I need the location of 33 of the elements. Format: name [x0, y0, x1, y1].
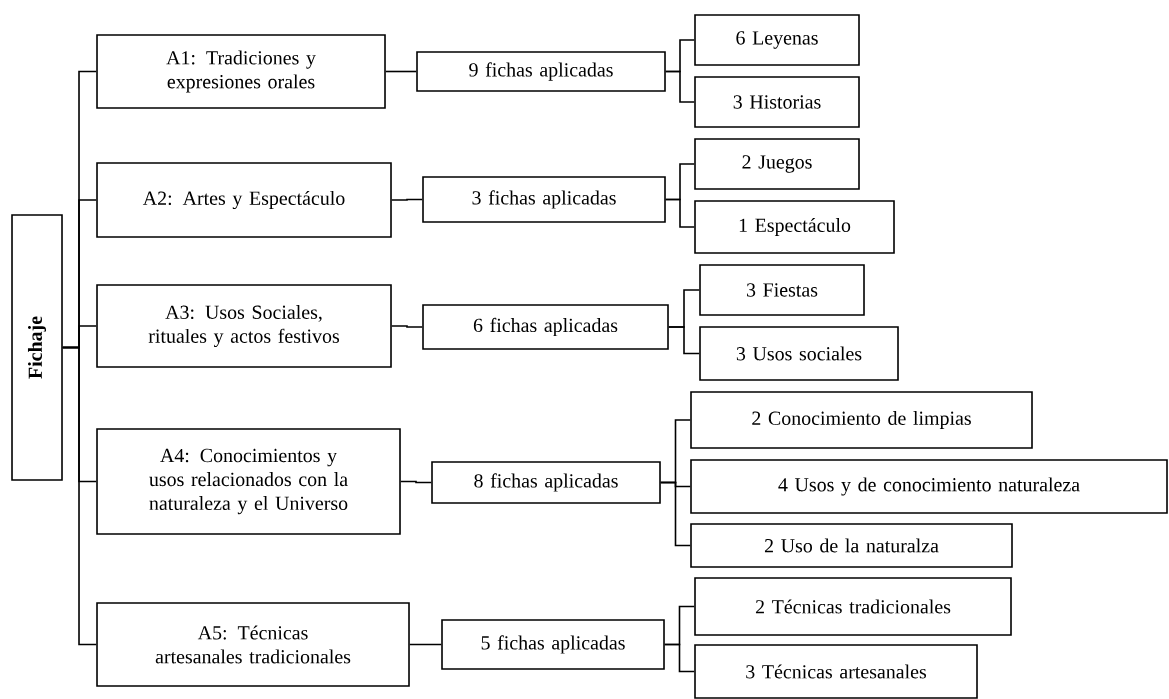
count-box: 3 fichas aplicadas	[422, 176, 666, 223]
item-box: 2 Uso de la naturalza	[690, 523, 1013, 568]
item-box: 3 Usos sociales	[699, 326, 899, 381]
item-box: 3 Fiestas	[699, 264, 865, 316]
item-box: 3 Historias	[694, 76, 860, 128]
count-box: 5 fichas aplicadas	[441, 619, 665, 670]
count-box: 9 fichas aplicadas	[416, 51, 666, 92]
connector-line	[62, 346, 97, 646]
connector-line	[400, 480, 432, 484]
category-box: A1: Tradiciones y expresiones orales	[96, 34, 386, 109]
item-box: 3 Técnicas artesanales	[694, 644, 978, 699]
item-box: 4 Usos y de conocimiento naturaleza	[690, 459, 1168, 514]
category-box: A5: Técnicas artesanales tradicionales	[96, 602, 410, 687]
count-box: 8 fichas aplicadas	[431, 461, 661, 504]
connector-line	[391, 198, 423, 201]
category-box: A4: Conocimientos y usos relacionados con la naturaleza y el Universo	[96, 428, 401, 535]
connector-line	[660, 481, 691, 547]
item-box: 1 Espectáculo	[694, 200, 895, 254]
category-box: A3: Usos Sociales, rituales y actos festivos	[96, 284, 392, 368]
connector-line	[668, 326, 700, 355]
connector-line	[664, 643, 695, 673]
count-box: 6 fichas aplicadas	[422, 304, 669, 350]
category-box: A2: Artes y Espectáculo	[96, 162, 392, 238]
item-box: 2 Técnicas tradicionales	[694, 577, 1012, 636]
connector-line	[391, 325, 423, 328]
item-box: 2 Conocimiento de limpias	[690, 391, 1033, 449]
connector-line	[409, 643, 442, 646]
connector-line	[385, 70, 417, 73]
connector-line	[665, 70, 695, 103]
item-box: 2 Juegos	[694, 138, 860, 190]
item-box: 6 Leyenas	[694, 14, 860, 66]
connector-line	[665, 198, 695, 228]
root-box: Fichaje	[11, 214, 63, 481]
